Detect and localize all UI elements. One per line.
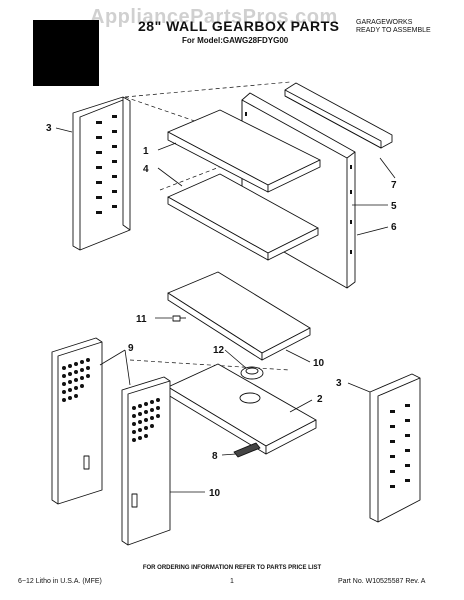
callout-7: 7 <box>391 180 397 191</box>
part-number: Part No. W10525587 Rev. A <box>338 578 426 585</box>
callout-5: 5 <box>391 201 397 212</box>
front-door <box>121 376 171 546</box>
callout-9: 9 <box>128 343 134 354</box>
vent-grille <box>233 442 261 458</box>
callout-1: 1 <box>143 146 149 157</box>
top-shelf <box>167 109 321 193</box>
page-number: 1 <box>230 578 234 585</box>
rear-door <box>51 337 103 505</box>
callout-10: 10 <box>313 358 325 369</box>
brand-line-2: READY TO ASSEMBLE <box>356 27 431 34</box>
header-black-block <box>33 20 99 86</box>
callout-2: 2 <box>317 394 323 405</box>
callout-3-right: 3 <box>336 378 342 389</box>
grommet <box>240 366 264 380</box>
bottom-base <box>167 363 317 455</box>
model-label: For Model:GAWG28FDYG00 <box>182 36 289 45</box>
top-rail <box>284 82 393 149</box>
brand-label: GARAGEWORKS READY TO ASSEMBLE <box>356 19 431 35</box>
watermark: AppliancePartsPros.com <box>90 6 338 28</box>
left-side-panel <box>72 96 131 251</box>
callout-3: 3 <box>46 123 52 134</box>
lower-shelf <box>167 271 311 361</box>
callout-10-door: 10 <box>209 488 221 499</box>
callout-leaders <box>55 127 396 493</box>
brand-line-1: GARAGEWORKS <box>356 19 413 26</box>
callout-12: 12 <box>213 345 225 356</box>
callout-11: 11 <box>136 314 147 325</box>
ordering-note: FOR ORDERING INFORMATION REFER TO PARTS … <box>142 565 322 571</box>
page-title: 28" WALL GEARBOX PARTS <box>138 18 340 34</box>
shelf-clip <box>172 315 186 322</box>
callout-6: 6 <box>391 222 397 233</box>
middle-shelf <box>167 173 319 261</box>
callout-8: 8 <box>212 451 218 462</box>
callout-4: 4 <box>143 164 149 175</box>
right-side-panel <box>369 373 421 523</box>
litho-label: 6−12 Litho in U.S.A. (MFE) <box>18 578 102 585</box>
